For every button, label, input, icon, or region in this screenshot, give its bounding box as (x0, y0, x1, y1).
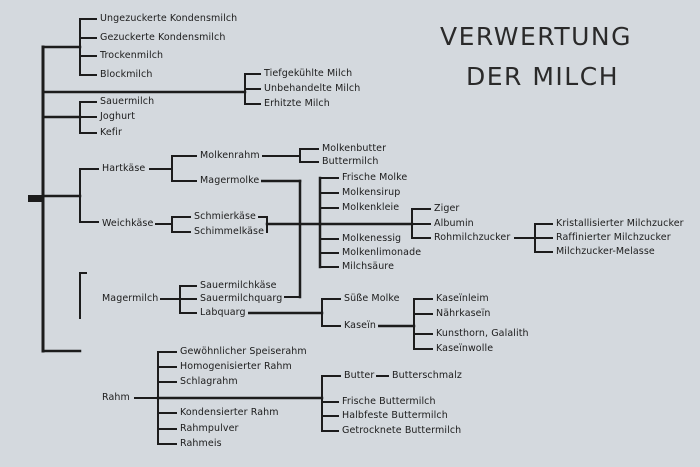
node-kristallisierter: Kristallisierter Milchzucker (554, 218, 686, 230)
node-tiefgekuehlte: Tiefgekühlte Milch (262, 68, 355, 80)
node-labquarg: Labquarg (198, 307, 248, 319)
node-ziger: Ziger (432, 203, 462, 215)
node-rohmilchzucker: Rohmilchzucker (432, 232, 513, 244)
node-blockmilch: Blockmilch (98, 69, 155, 81)
node-kaseinwolle: Kaseïnwolle (434, 343, 496, 355)
node-speiserahm: Gewöhnlicher Speiserahm (178, 346, 309, 358)
node-frische-buttermilch: Frische Buttermilch (340, 396, 438, 408)
node-sauermilchquarg: Sauermilchquarg (198, 293, 285, 305)
node-hartkaese: Hartkäse (100, 163, 148, 175)
title-line-1: VERWERTUNG (440, 22, 632, 51)
node-kondensierter-rahm: Kondensierter Rahm (178, 407, 281, 419)
node-trockenmilch: Trockenmilch (98, 50, 166, 62)
node-schimmelkaese: Schimmelkäse (192, 226, 267, 238)
node-rahmeis: Rahmeis (178, 438, 224, 450)
node-erhitzte: Erhitzte Milch (262, 98, 332, 110)
node-magermolke: Magermolke (198, 175, 262, 187)
node-sauermilchkaese: Sauermilchkäse (198, 280, 279, 292)
node-butterschmalz: Butterschmalz (390, 370, 464, 382)
node-kaseinleim: Kaseïnleim (434, 293, 491, 305)
node-molkenrahm: Molkenrahm (198, 150, 262, 162)
node-ungezuckerte: Ungezuckerte Kondensmilch (98, 13, 240, 25)
node-kefir: Kefir (98, 127, 124, 139)
node-rahmpulver: Rahmpulver (178, 423, 241, 435)
node-homogenisierter: Homogenisierter Rahm (178, 361, 294, 373)
node-molkenessig: Molkenessig (340, 233, 404, 245)
root-stub (28, 195, 42, 202)
node-unbehandelte: Unbehandelte Milch (262, 83, 363, 95)
node-molkenbutter: Molkenbutter (320, 143, 389, 155)
node-albumin: Albumin (432, 218, 476, 230)
node-melasse: Milchzucker-Melasse (554, 246, 657, 258)
node-molkensirup: Molkensirup (340, 187, 403, 199)
node-molkenlimonade: Molkenlimonade (340, 247, 424, 259)
node-rahm: Rahm (100, 392, 132, 404)
node-frische-molke: Frische Molke (340, 172, 410, 184)
node-joghurt: Joghurt (98, 111, 138, 123)
node-getrocknete-buttermilch: Getrocknete Buttermilch (340, 425, 464, 437)
node-weichkaese: Weichkäse (100, 218, 156, 230)
node-kunsthorn: Kunsthorn, Galalith (434, 328, 531, 340)
node-raffinierter: Raffinierter Milchzucker (554, 232, 673, 244)
node-butter: Butter (342, 370, 377, 382)
node-molkenkleie: Molkenkleie (340, 202, 402, 214)
node-schlagrahm: Schlagrahm (178, 376, 240, 388)
title-line-2: DER MILCH (466, 62, 619, 91)
node-naehrkasein: Nährkaseïn (434, 308, 493, 320)
node-schmierkaese: Schmierkäse (192, 211, 258, 223)
node-magermilch: Magermilch (100, 293, 161, 305)
node-buttermilch: Buttermilch (320, 156, 381, 168)
node-kasein: Kaseïn (342, 320, 378, 332)
node-milchsaeure: Milchsäure (340, 261, 397, 273)
node-suesse-molke: Süße Molke (342, 293, 402, 305)
node-gezuckerte: Gezuckerte Kondensmilch (98, 32, 228, 44)
node-halbfeste-buttermilch: Halbfeste Buttermilch (340, 410, 450, 422)
node-sauermilch: Sauermilch (98, 96, 157, 108)
